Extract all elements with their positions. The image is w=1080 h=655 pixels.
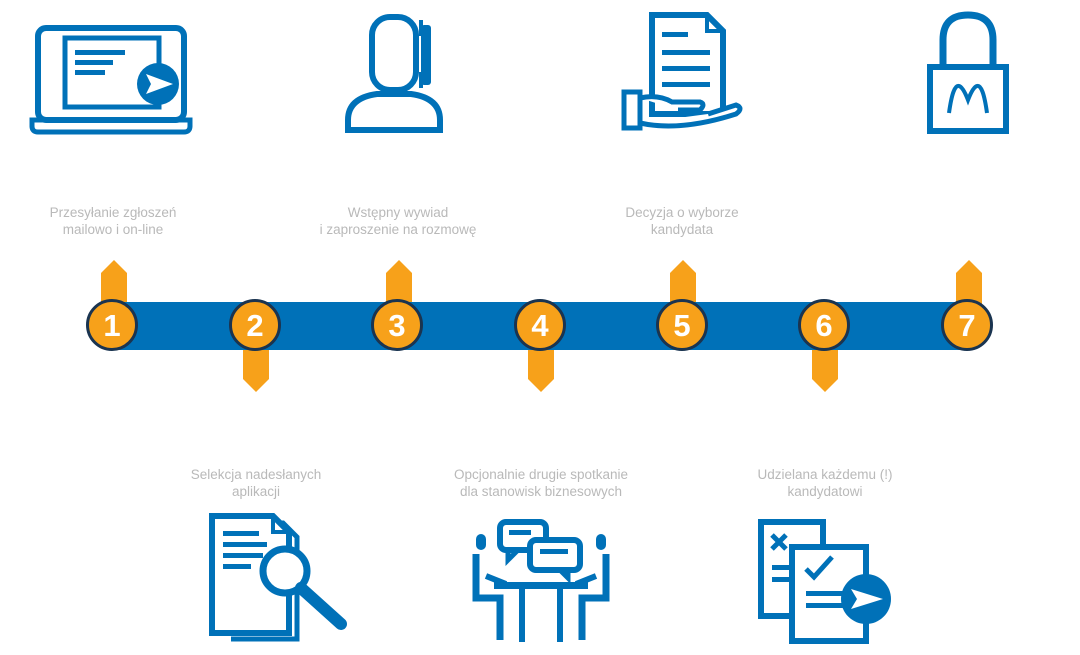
step-6-node: 6	[798, 299, 850, 351]
step-7-node: 7	[941, 299, 993, 351]
arrow-down-4	[528, 348, 554, 392]
step-4-node: 4	[514, 299, 566, 351]
documents-magnifier-icon	[209, 513, 347, 642]
arrow-down-6	[812, 348, 838, 392]
hand-document-icon	[621, 12, 743, 131]
arrow-up-5	[670, 260, 696, 304]
step-5-node: 5	[656, 299, 708, 351]
laptop-send-icon	[29, 25, 193, 135]
phone-call-person-icon	[345, 14, 443, 133]
arrow-down-2	[243, 348, 269, 392]
padlock-icon	[927, 11, 1009, 134]
arrow-up-3	[386, 260, 412, 304]
checklist-send-icon	[758, 519, 891, 644]
arrow-up-7	[956, 260, 982, 304]
step-2-node: 2	[229, 299, 281, 351]
step-3-node: 3	[371, 299, 423, 351]
step-1-node: 1	[86, 299, 138, 351]
arrow-up-1	[101, 260, 127, 304]
step-6-caption: Udzielana każdemu (!)kandydatowi	[757, 467, 893, 499]
meeting-chat-icon	[472, 519, 610, 642]
